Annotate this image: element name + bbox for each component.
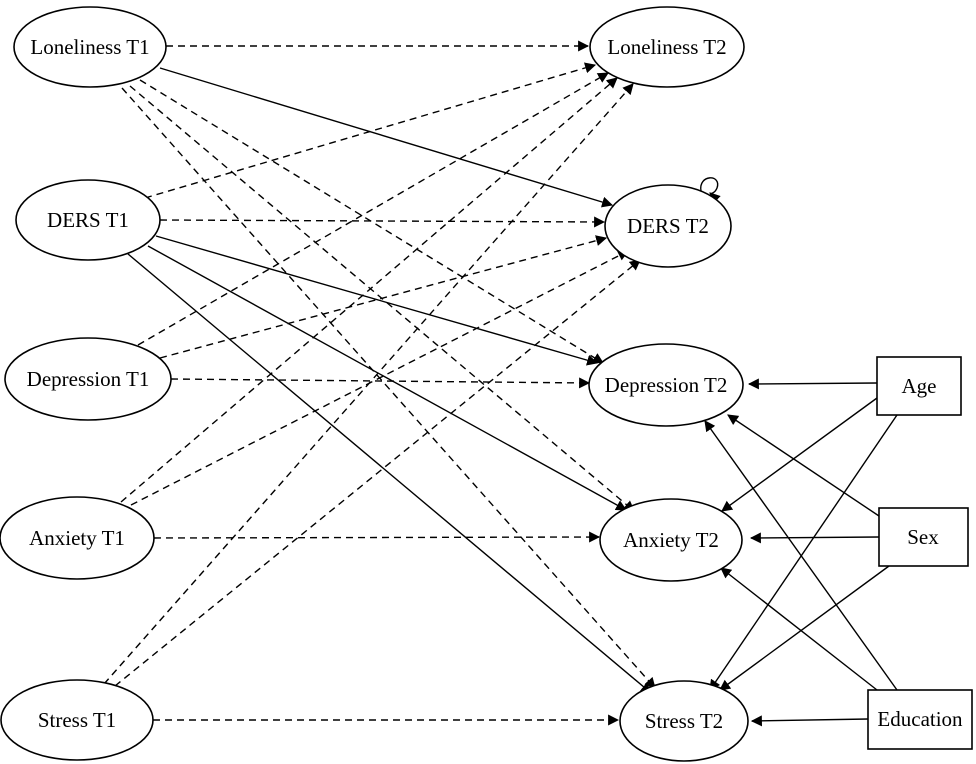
edge-str1-to-ders2 <box>114 259 641 687</box>
edge-lon1-to-str2 <box>121 87 656 689</box>
edge-ders1-to-dep2 <box>155 235 599 366</box>
edge-str1-to-lon2 <box>103 83 634 685</box>
edge-ders1-to-str2 <box>127 253 652 694</box>
node-anxiety-t2: Anxiety T2 <box>599 498 743 582</box>
edge-dep1-to-ders2 <box>159 235 608 359</box>
node-label: Depression T1 <box>27 367 150 391</box>
edge-anx1-to-anx2 <box>153 531 601 543</box>
edge-dep1-to-dep2 <box>170 377 591 389</box>
node-ders-t1: DERS T1 <box>15 179 161 261</box>
node-label: Sex <box>907 525 939 549</box>
node-ders-t2: DERS T2 <box>604 184 732 268</box>
edge-ders2-self-loop <box>700 177 721 204</box>
edge-edu-to-dep2 <box>704 420 898 691</box>
edge-lon1-to-dep2 <box>139 79 604 364</box>
node-label: Education <box>877 707 963 731</box>
edge-anx1-to-lon2 <box>120 77 618 503</box>
node-loneliness-t2: Loneliness T2 <box>589 6 745 88</box>
edge-sex-to-str2 <box>719 565 890 691</box>
edge-edu-to-str2 <box>750 715 869 727</box>
edge-ders1-to-lon2 <box>144 62 597 199</box>
edge-age-to-dep2 <box>747 378 878 390</box>
node-stress-t1: Stress T1 <box>0 679 154 761</box>
edge-dep1-to-lon2 <box>137 72 609 346</box>
edge-sex-to-dep2 <box>727 414 880 517</box>
node-label: Loneliness T1 <box>30 35 149 59</box>
node-label: Age <box>902 374 937 398</box>
node-loneliness-t1: Loneliness T1 <box>13 6 167 88</box>
node-label: DERS T1 <box>47 208 129 232</box>
edge-lon1-to-ders2 <box>159 67 614 208</box>
node-depression-t1: Depression T1 <box>4 337 172 421</box>
node-anxiety-t1: Anxiety T1 <box>0 496 155 580</box>
edge-age-to-anx2 <box>721 397 878 512</box>
nodes-layer: Loneliness T1 DERS T1 Depression T1 Anxi… <box>0 6 973 762</box>
edge-ders1-to-ders2 <box>159 216 606 228</box>
node-label: Stress T2 <box>645 709 723 733</box>
node-label: Depression T2 <box>605 373 728 397</box>
edge-age-to-str2 <box>709 414 898 691</box>
edge-anx1-to-ders2 <box>130 250 629 506</box>
node-label: DERS T2 <box>627 214 709 238</box>
node-depression-t2: Depression T2 <box>588 343 744 427</box>
node-label: Anxiety T1 <box>29 526 125 550</box>
edge-sex-to-anx2 <box>749 532 880 544</box>
node-label: Stress T1 <box>38 708 116 732</box>
node-age: Age <box>876 356 962 416</box>
edge-ders1-to-anx2 <box>147 245 627 511</box>
edges-layer <box>103 40 898 727</box>
node-label: Anxiety T2 <box>623 528 719 552</box>
edge-edu-to-anx2 <box>720 567 878 691</box>
node-education: Education <box>867 689 973 750</box>
node-sex: Sex <box>878 507 969 567</box>
node-stress-t2: Stress T2 <box>619 680 749 762</box>
node-label: Loneliness T2 <box>607 35 726 59</box>
